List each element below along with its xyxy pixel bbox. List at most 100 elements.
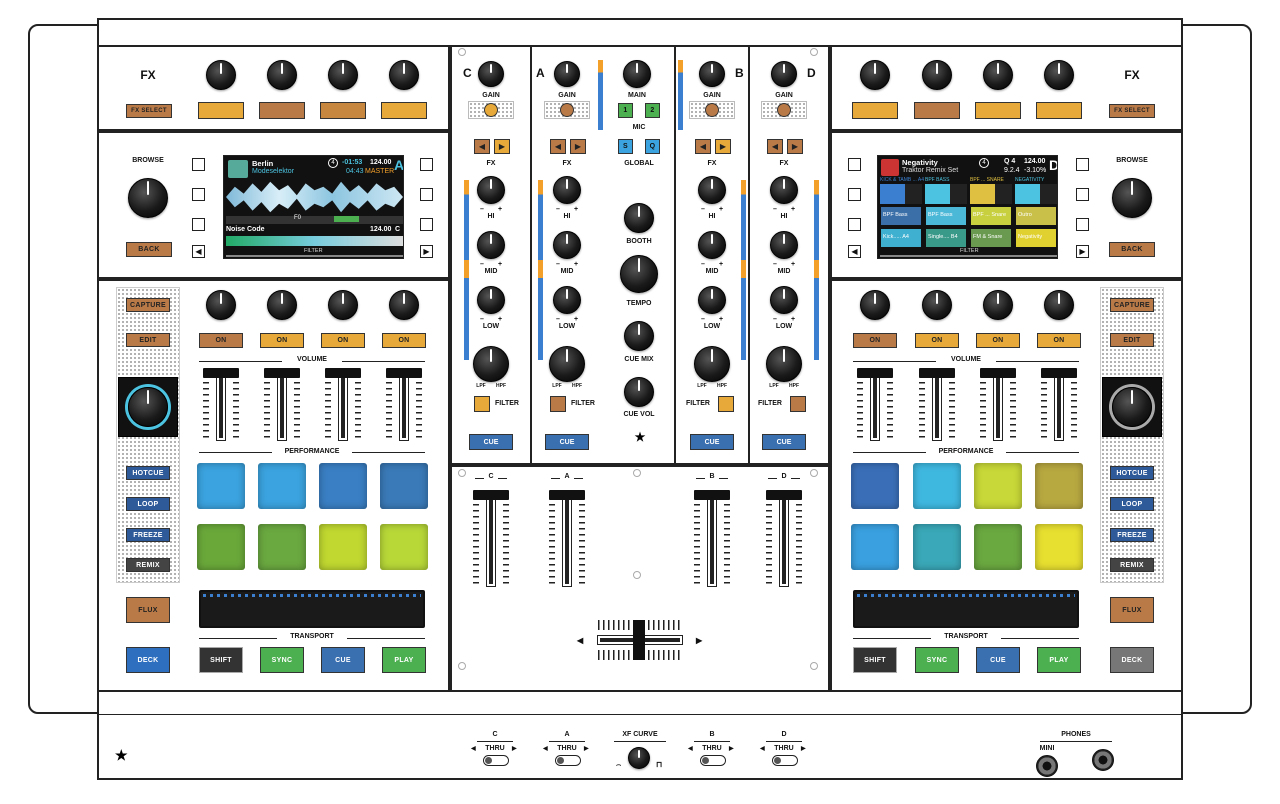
back-left-button[interactable]: BACK: [126, 242, 172, 257]
cue-a-button[interactable]: CUE: [545, 434, 589, 450]
loop-left-button[interactable]: LOOP: [126, 497, 170, 511]
filter-on-b-button[interactable]: [718, 396, 734, 412]
channel-fader-cap-d[interactable]: [766, 490, 802, 500]
performance-pad-left-6[interactable]: [258, 524, 306, 570]
screen-right-side-button-1[interactable]: [1076, 158, 1089, 171]
volume-fader-left-2[interactable]: [260, 368, 304, 441]
eq-mid-knob-a[interactable]: [553, 231, 581, 259]
performance-pad-right-1[interactable]: [851, 463, 899, 509]
global-q-button[interactable]: Q: [645, 139, 660, 154]
gain-knob-d[interactable]: [771, 61, 797, 87]
shift-right-button[interactable]: SHIFT: [853, 647, 897, 673]
channel-fader-c[interactable]: [469, 490, 513, 587]
eq-mid-knob-b[interactable]: [698, 231, 726, 259]
on-right-button-1[interactable]: ON: [853, 333, 897, 348]
freeze-right-button[interactable]: FREEZE: [1110, 528, 1154, 542]
fx-knob-right-4[interactable]: [1044, 60, 1074, 90]
thru-switch-b[interactable]: [700, 755, 726, 766]
channel-fader-cap-a[interactable]: [549, 490, 585, 500]
screen-left-right-button-1[interactable]: [420, 158, 433, 171]
fader-cap[interactable]: [203, 368, 239, 378]
deck-right-button[interactable]: DECK: [1110, 647, 1154, 673]
fx-assign-d-next[interactable]: ▶: [787, 139, 803, 154]
filter-on-d-button[interactable]: [790, 396, 806, 412]
screen-left-side-button-1[interactable]: [192, 158, 205, 171]
volume-fader-right-1[interactable]: [853, 368, 897, 441]
remix-knob-right-2[interactable]: [922, 290, 952, 320]
channel-fader-d[interactable]: [762, 490, 806, 587]
sync-left-button[interactable]: SYNC: [260, 647, 304, 673]
remix-left-button[interactable]: REMIX: [126, 558, 170, 572]
edit-right-button[interactable]: EDIT: [1110, 333, 1154, 347]
screen-right-left-button-1[interactable]: [848, 158, 861, 171]
performance-pad-right-2[interactable]: [913, 463, 961, 509]
performance-pad-right-6[interactable]: [913, 524, 961, 570]
screen-right-left-button-2[interactable]: [848, 188, 861, 201]
screen-right-left-button-3[interactable]: [848, 218, 861, 231]
screen-left-right-button-2[interactable]: [420, 188, 433, 201]
remix-knob-left-1[interactable]: [206, 290, 236, 320]
fx-assign-c-prev[interactable]: ◀: [474, 139, 490, 154]
screen-left-side-button-2[interactable]: [192, 188, 205, 201]
remix-knob-right-3[interactable]: [983, 290, 1013, 320]
mic-1-button[interactable]: 1: [618, 103, 633, 118]
capture-right-button[interactable]: CAPTURE: [1110, 298, 1154, 312]
channel-fader-cap-b[interactable]: [694, 490, 730, 500]
cue-vol-knob[interactable]: [624, 377, 654, 407]
fx-knob-left-4[interactable]: [389, 60, 419, 90]
performance-pad-left-1[interactable]: [197, 463, 245, 509]
screen-right-side-button-2[interactable]: [1076, 188, 1089, 201]
fx-knob-left-1[interactable]: [206, 60, 236, 90]
eq-mid-knob-d[interactable]: [770, 231, 798, 259]
fader-cap[interactable]: [857, 368, 893, 378]
flux-left-button[interactable]: FLUX: [126, 597, 170, 623]
fx-assign-c-next[interactable]: ▶: [494, 139, 510, 154]
gain-knob-c[interactable]: [478, 61, 504, 87]
performance-pad-right-4[interactable]: [1035, 463, 1083, 509]
fx-assign-a-prev[interactable]: ◀: [550, 139, 566, 154]
fx-button-right-2[interactable]: [914, 102, 960, 119]
fader-cap[interactable]: [1041, 368, 1077, 378]
eq-low-knob-b[interactable]: [698, 286, 726, 314]
filter-knob-b[interactable]: [694, 346, 730, 382]
eq-mid-knob-c[interactable]: [477, 231, 505, 259]
performance-pad-left-2[interactable]: [258, 463, 306, 509]
input-select-c-knob[interactable]: [484, 103, 498, 117]
cue-right-button[interactable]: CUE: [976, 647, 1020, 673]
fx-knob-left-2[interactable]: [267, 60, 297, 90]
eq-hi-knob-b[interactable]: [698, 176, 726, 204]
screen-right-prev-icon[interactable]: ◀: [848, 245, 861, 258]
on-left-button-3[interactable]: ON: [321, 333, 365, 348]
cue-b-button[interactable]: CUE: [690, 434, 734, 450]
gain-knob-b[interactable]: [699, 61, 725, 87]
cue-c-button[interactable]: CUE: [469, 434, 513, 450]
mic-2-button[interactable]: 2: [645, 103, 660, 118]
browse-right-encoder[interactable]: [1112, 178, 1152, 218]
eq-low-knob-a[interactable]: [553, 286, 581, 314]
screen-left-side-button-3[interactable]: [192, 218, 205, 231]
performance-pad-left-4[interactable]: [380, 463, 428, 509]
jog-right-encoder[interactable]: [1112, 387, 1152, 427]
on-left-button-2[interactable]: ON: [260, 333, 304, 348]
screen-left-prev-icon[interactable]: ◀: [192, 245, 205, 258]
fx-assign-d-prev[interactable]: ◀: [767, 139, 783, 154]
volume-fader-left-1[interactable]: [199, 368, 243, 441]
on-right-button-3[interactable]: ON: [976, 333, 1020, 348]
remix-right-button[interactable]: REMIX: [1110, 558, 1154, 572]
crossfader-cap[interactable]: [633, 620, 645, 660]
input-select-d-knob[interactable]: [777, 103, 791, 117]
eq-low-knob-c[interactable]: [477, 286, 505, 314]
fader-cap[interactable]: [325, 368, 361, 378]
performance-pad-right-8[interactable]: [1035, 524, 1083, 570]
thru-switch-a[interactable]: [555, 755, 581, 766]
eq-low-knob-d[interactable]: [770, 286, 798, 314]
fx-knob-right-1[interactable]: [860, 60, 890, 90]
channel-fader-cap-c[interactable]: [473, 490, 509, 500]
screen-left-right-button-3[interactable]: [420, 218, 433, 231]
fader-cap[interactable]: [980, 368, 1016, 378]
cue-left-button[interactable]: CUE: [321, 647, 365, 673]
screen-left-next-icon[interactable]: ▶: [420, 245, 433, 258]
fx-knob-right-2[interactable]: [922, 60, 952, 90]
on-right-button-4[interactable]: ON: [1037, 333, 1081, 348]
fader-cap[interactable]: [919, 368, 955, 378]
